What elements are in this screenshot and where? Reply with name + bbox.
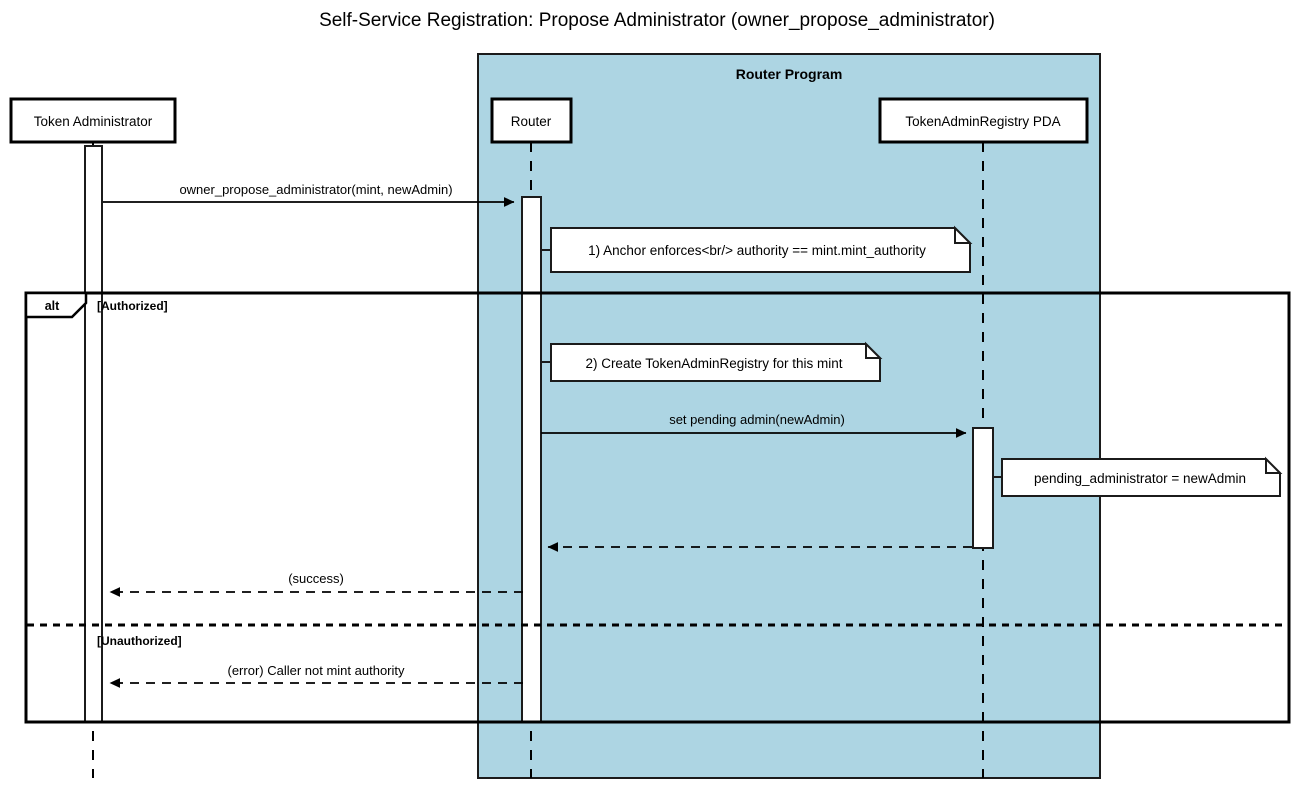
participant-box-pda[interactable] xyxy=(878,97,1089,144)
group-box-router-program xyxy=(477,53,1101,779)
message-label-set-pending-admin: set pending admin(newAdmin) xyxy=(669,412,845,427)
alt-condition-unauthorized: [Unauthorized] xyxy=(97,634,182,648)
message-label-error: (error) Caller not mint authority xyxy=(228,663,405,678)
message-label-success: (success) xyxy=(288,571,344,586)
activation-bar-pda xyxy=(972,427,994,549)
note-text-create-token-admin-registry: 2) Create TokenAdminRegistry for this mi… xyxy=(585,356,842,371)
group-box-label: Router Program xyxy=(736,66,843,82)
alt-fragment-tab xyxy=(24,291,88,319)
participant-label-admin: Token Administrator xyxy=(34,114,153,129)
participant-label-pda: TokenAdminRegistry PDA xyxy=(905,114,1060,129)
participant-box-router[interactable] xyxy=(490,97,573,144)
note-body-3 xyxy=(1001,458,1281,497)
note-body-2 xyxy=(550,343,881,382)
activation-bar-router xyxy=(521,196,542,723)
note-text-pending-administrator: pending_administrator = newAdmin xyxy=(1034,471,1246,486)
alt-fragment-frame xyxy=(24,291,1291,724)
note-fold-2 xyxy=(865,341,883,359)
message-label-owner-propose-administrator: owner_propose_administrator(mint, newAdm… xyxy=(179,182,452,197)
participant-box-admin[interactable] xyxy=(9,97,177,144)
note-fold-1 xyxy=(954,225,973,244)
diagram-title: Self-Service Registration: Propose Admin… xyxy=(319,10,995,31)
participant-label-router: Router xyxy=(511,114,552,129)
note-body-1 xyxy=(550,227,971,273)
note-text-anchor-enforces: 1) Anchor enforces<br/> authority == min… xyxy=(588,243,926,258)
alt-condition-authorized: [Authorized] xyxy=(97,299,168,313)
note-fold-3 xyxy=(1265,456,1283,474)
alt-fragment-operator: alt xyxy=(45,299,60,313)
